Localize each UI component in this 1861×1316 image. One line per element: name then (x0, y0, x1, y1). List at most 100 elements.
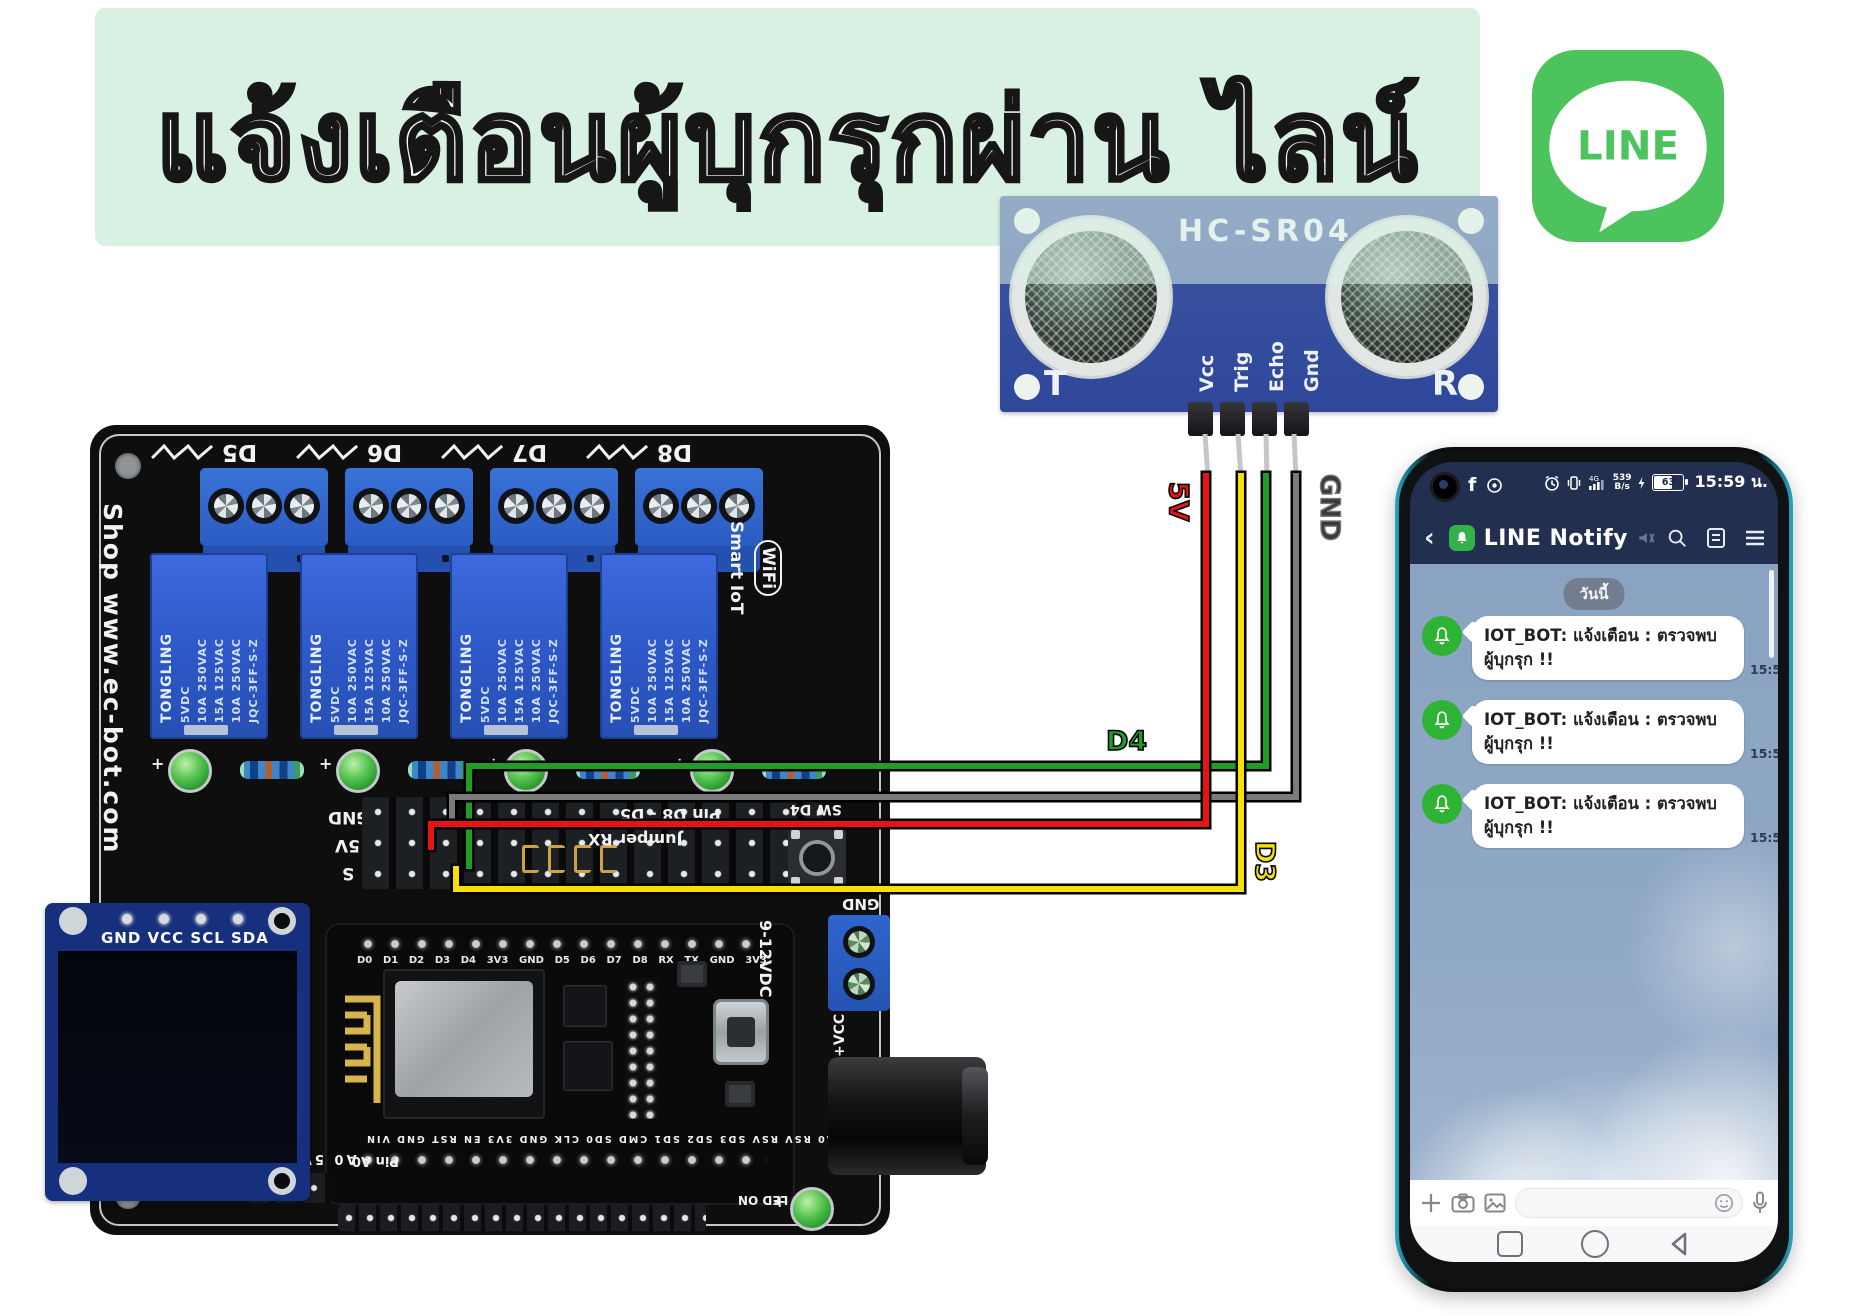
alarm-icon (1544, 475, 1559, 491)
status-led (151, 749, 212, 793)
wire-label-5v: 5V (1162, 481, 1195, 522)
chat-message-2: IOT_BOT: แจ้งเตือน : ตรวจพบ ผู้บุกรุก !!… (1422, 700, 1778, 764)
nodemcu-bottom-pins (359, 1151, 767, 1169)
resistor (240, 761, 304, 779)
message-bubble: IOT_BOT: แจ้งเตือน : ตรวจพบ ผู้บุกรุก !! (1472, 616, 1744, 680)
shop-url-label: Shop www.ec-bot.com (98, 503, 127, 855)
page-title: แจ้งเตือนผู้บุกรุกผ่าน ไลน์ (154, 74, 1420, 208)
back-nav-button[interactable] (1667, 1231, 1691, 1257)
pin-label-gnd: Gnd (1301, 349, 1323, 392)
oled-mount-hole (59, 907, 87, 935)
signal-icon: 4G (1588, 475, 1604, 490)
voltage-regulator (563, 985, 607, 1027)
record-icon (1487, 477, 1503, 493)
bot-avatar (1422, 616, 1462, 656)
search-icon[interactable] (1666, 527, 1688, 549)
recents-button[interactable] (1497, 1231, 1523, 1257)
nodemcu-bottom-pin-labels: A0 RSV RSV SD3 SD2 SD1 CMD SD0 CLK GND 3… (365, 1133, 835, 1144)
bell-icon (1434, 795, 1450, 813)
message-time: 15:56 น. (1750, 661, 1778, 677)
home-button[interactable] (1581, 1230, 1609, 1258)
notes-icon[interactable] (1706, 527, 1726, 549)
date-chip: วันนี้ (1563, 578, 1625, 610)
scrollbar[interactable] (1769, 570, 1774, 658)
battery-icon: 63 (1652, 474, 1689, 491)
channel-label-d8: D8 (585, 439, 692, 465)
charging-icon (1638, 476, 1645, 489)
header-row-label-s: S (342, 863, 355, 883)
wire-label-d4: D4 (1105, 725, 1148, 758)
wifi-smart-iot-label: WiFi Smart IoT (726, 521, 782, 614)
through-hole-grid (625, 979, 659, 1119)
message-input-bar (1410, 1180, 1778, 1226)
line-logo-label: LINE (1577, 122, 1679, 169)
message-bubble: IOT_BOT: แจ้งเตือน : ตรวจพบ ผู้บุกรุก !! (1472, 784, 1744, 848)
camera-icon[interactable] (1451, 1193, 1475, 1213)
coil-symbol-icon (295, 443, 358, 461)
svg-text:4G: 4G (1589, 475, 1599, 483)
message-bubble: IOT_BOT: แจ้งเตือน : ตรวจพบ ผู้บุกรุก !! (1472, 700, 1744, 764)
power-led (773, 1187, 834, 1231)
usb-uart-chip (563, 1041, 613, 1091)
add-attachment-icon[interactable] (1420, 1192, 1442, 1214)
title-banner: แจ้งเตือนผู้บุกรุกผ่าน ไลน์ (95, 8, 1480, 246)
pin-label-echo: Echo (1266, 341, 1288, 392)
resistor (762, 761, 826, 779)
channel-label-d5: D5 (150, 439, 257, 465)
chat-header: ‹ LINE Notify (1410, 512, 1778, 564)
muted-icon (1639, 533, 1655, 543)
vcc-terminal-label: +VCC (832, 1013, 848, 1057)
receiver-label: R (1431, 364, 1458, 404)
gnd-terminal-label: GND (842, 895, 880, 913)
message-time: 15:58 น. (1750, 745, 1778, 761)
mount-hole (1458, 374, 1484, 400)
chat-message-3: IOT_BOT: แจ้งเตือน : ตรวจพบ ผู้บุกรุก !!… (1422, 784, 1778, 848)
oled-display: GND VCC SCL SDA (45, 903, 310, 1201)
oled-mount-hole (268, 907, 296, 935)
micro-usb-port (713, 999, 769, 1065)
status-led (319, 749, 380, 793)
nodemcu-top-pins (359, 935, 767, 953)
photo-icon[interactable] (1484, 1193, 1506, 1213)
emoji-icon[interactable] (1714, 1193, 1734, 1213)
mic-icon[interactable] (1752, 1191, 1768, 1215)
nodemcu-top-pin-labels: D0D1D2D3D43V3GNDD5D6D7D8RXTXGND3V3 (357, 955, 767, 966)
header-row-label-5v: 5V (335, 835, 360, 855)
board-screw-hole (115, 453, 141, 479)
line-bubble-icon: LINE (1549, 80, 1707, 233)
menu-icon[interactable] (1744, 528, 1766, 548)
oled-pins (117, 909, 267, 929)
wifi-antenna-trace (345, 995, 381, 1103)
nodemcu-module: D0D1D2D3D43V3GNDD5D6D7D8RXTXGND3V3 A0 RS… (325, 923, 834, 1205)
banner-overlay (1000, 196, 1498, 284)
android-nav-bar (1410, 1226, 1778, 1262)
chat-area: วันนี้ IOT_BOT: แจ้งเตือน : ตรวจพบ ผู้บุ… (1410, 564, 1778, 1180)
camera-punch-hole (1430, 472, 1460, 502)
pin-label-trig: Trig (1231, 351, 1253, 392)
oled-screen (58, 951, 297, 1163)
coil-symbol-icon (440, 443, 503, 461)
vdc-label: 9-12VDC (756, 920, 775, 998)
bottom-pin-strip (338, 1205, 706, 1231)
back-button[interactable]: ‹ (1424, 523, 1435, 553)
sensor-pin-header (1188, 402, 1316, 436)
chat-message-1: IOT_BOT: แจ้งเตือน : ตรวจพบ ผู้บุกรุก !!… (1422, 616, 1778, 680)
facebook-icon: f (1468, 474, 1477, 496)
wifi-badge: WiFi (754, 539, 782, 596)
reset-button (725, 1081, 755, 1107)
relay-terminal-2 (345, 468, 473, 572)
relay-terminal-1 (200, 468, 328, 572)
wire-label-d3: D3 (1248, 840, 1281, 883)
bot-avatar (1422, 700, 1462, 740)
sw-d4-label: SW D4 (790, 801, 842, 817)
jumper-clips (522, 845, 617, 873)
message-input[interactable] (1515, 1188, 1743, 1218)
mount-hole (1014, 374, 1040, 400)
power-terminal (828, 915, 890, 1011)
